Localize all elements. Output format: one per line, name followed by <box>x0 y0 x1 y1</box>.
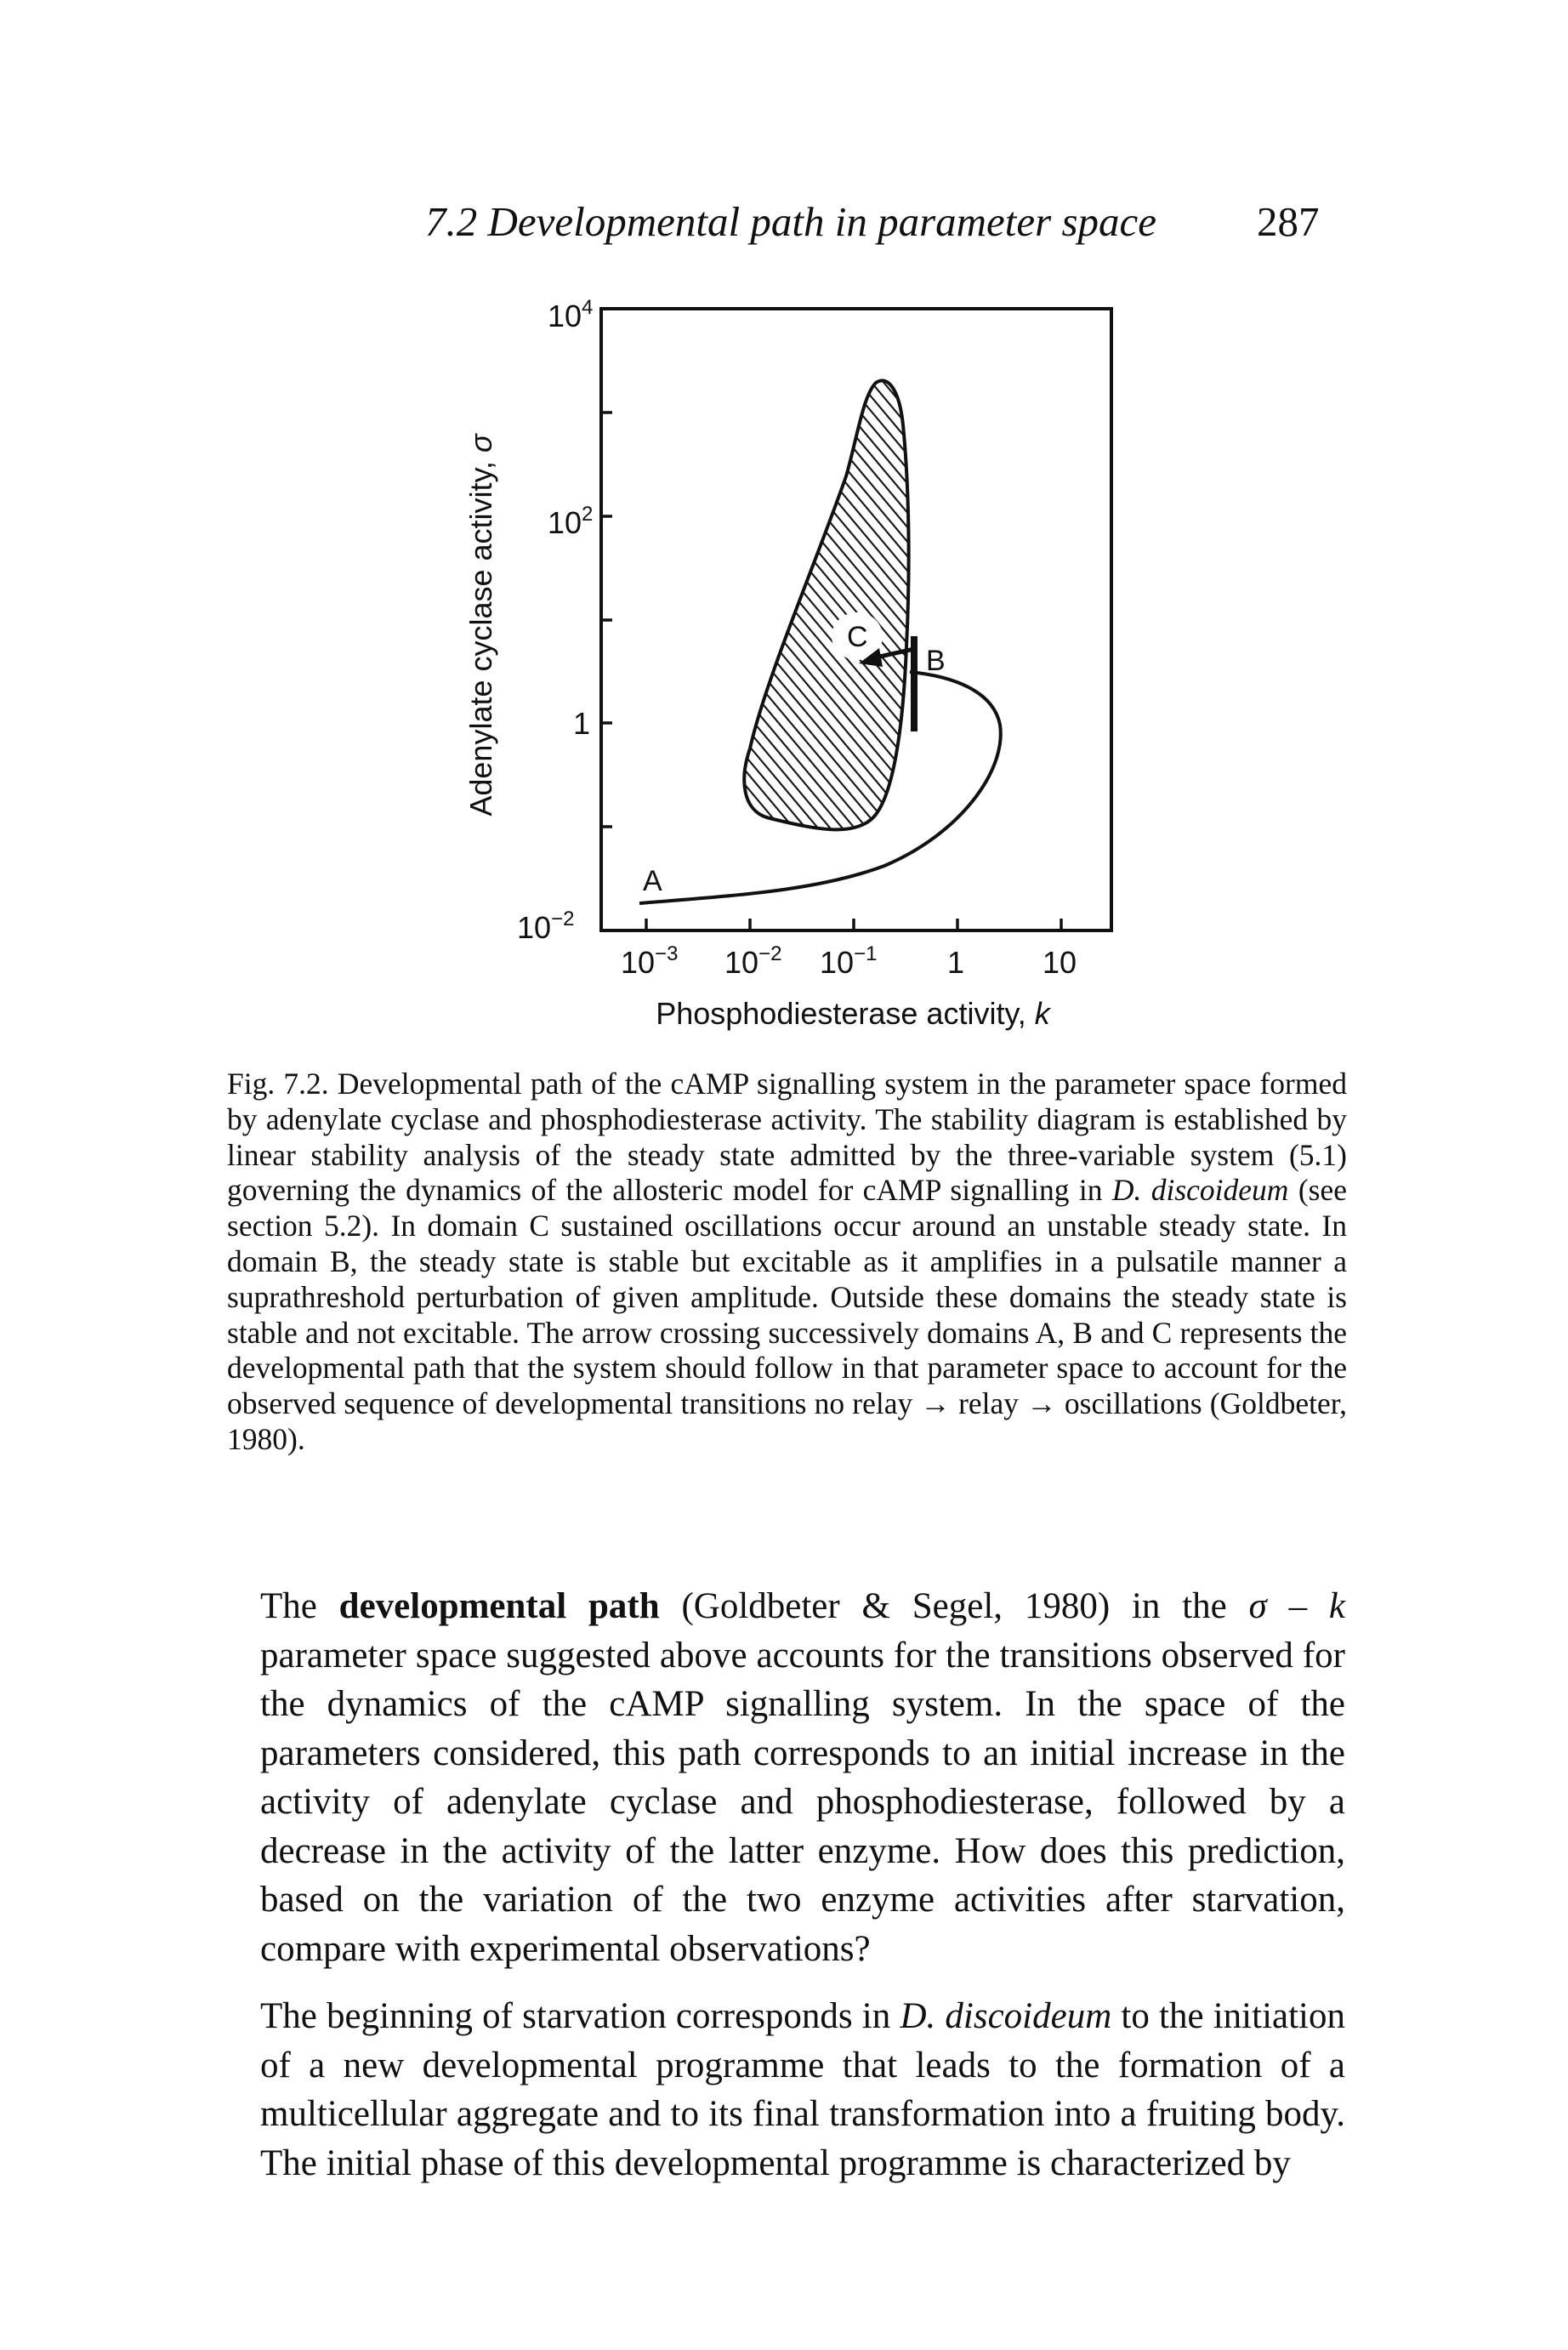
x-tick-label: 10 <box>1042 945 1077 980</box>
y-tick-label: 102 <box>548 503 593 540</box>
paragraph: The beginning of starvation corresponds … <box>260 1996 1346 2183</box>
y-tick-marks <box>601 411 612 828</box>
page-number: 287 <box>1257 198 1320 245</box>
y-tick-label: 104 <box>548 296 593 333</box>
x-tick-label: 1 <box>947 945 964 980</box>
key-term: developmental path <box>338 1586 660 1626</box>
caption-species: D. discoideum <box>1111 1173 1289 1208</box>
x-tick-label: 10−1 <box>820 942 877 980</box>
domain-c-region <box>742 378 911 832</box>
x-tick-label: 10−2 <box>724 942 781 980</box>
paragraph: The developmental path (Goldbeter & Sege… <box>260 1586 1345 1969</box>
x-tick-label: 10−3 <box>621 942 678 980</box>
stability-diagram-figure: 104 102 1 10−2 10−3 10−2 10−1 1 10 Phosp… <box>463 296 1113 1031</box>
y-axis-title: Adenylate cyclase activity, σ <box>463 433 498 817</box>
caption-text: Developmental path of the cAMP signallin… <box>227 1067 1347 1208</box>
arrow-head <box>859 648 883 667</box>
domain-label-c: C <box>847 621 868 653</box>
domain-b-boundary <box>639 670 1003 905</box>
body-text: The developmental path (Goldbeter & Sege… <box>260 1582 1345 2188</box>
developmental-path-arrow <box>875 646 915 660</box>
figure-caption: Fig. 7.2. Developmental path of the cAMP… <box>227 1067 1347 1458</box>
caption-text: (see section 5.2). In domain C sustained… <box>227 1173 1347 1456</box>
y-tick-label: 10−2 <box>517 908 574 945</box>
x-tick-marks <box>645 919 1063 930</box>
x-axis-title: Phosphodiesterase activity, k <box>656 996 1052 1031</box>
domain-c-label-bg <box>832 612 883 660</box>
domain-label-a: A <box>643 865 662 897</box>
y-tick-label: 1 <box>573 706 590 741</box>
caption-label: Fig. 7.2. <box>227 1067 329 1101</box>
domain-label-b: B <box>926 645 946 677</box>
running-header-title: 7.2 Developmental path in parameter spac… <box>425 198 1157 245</box>
